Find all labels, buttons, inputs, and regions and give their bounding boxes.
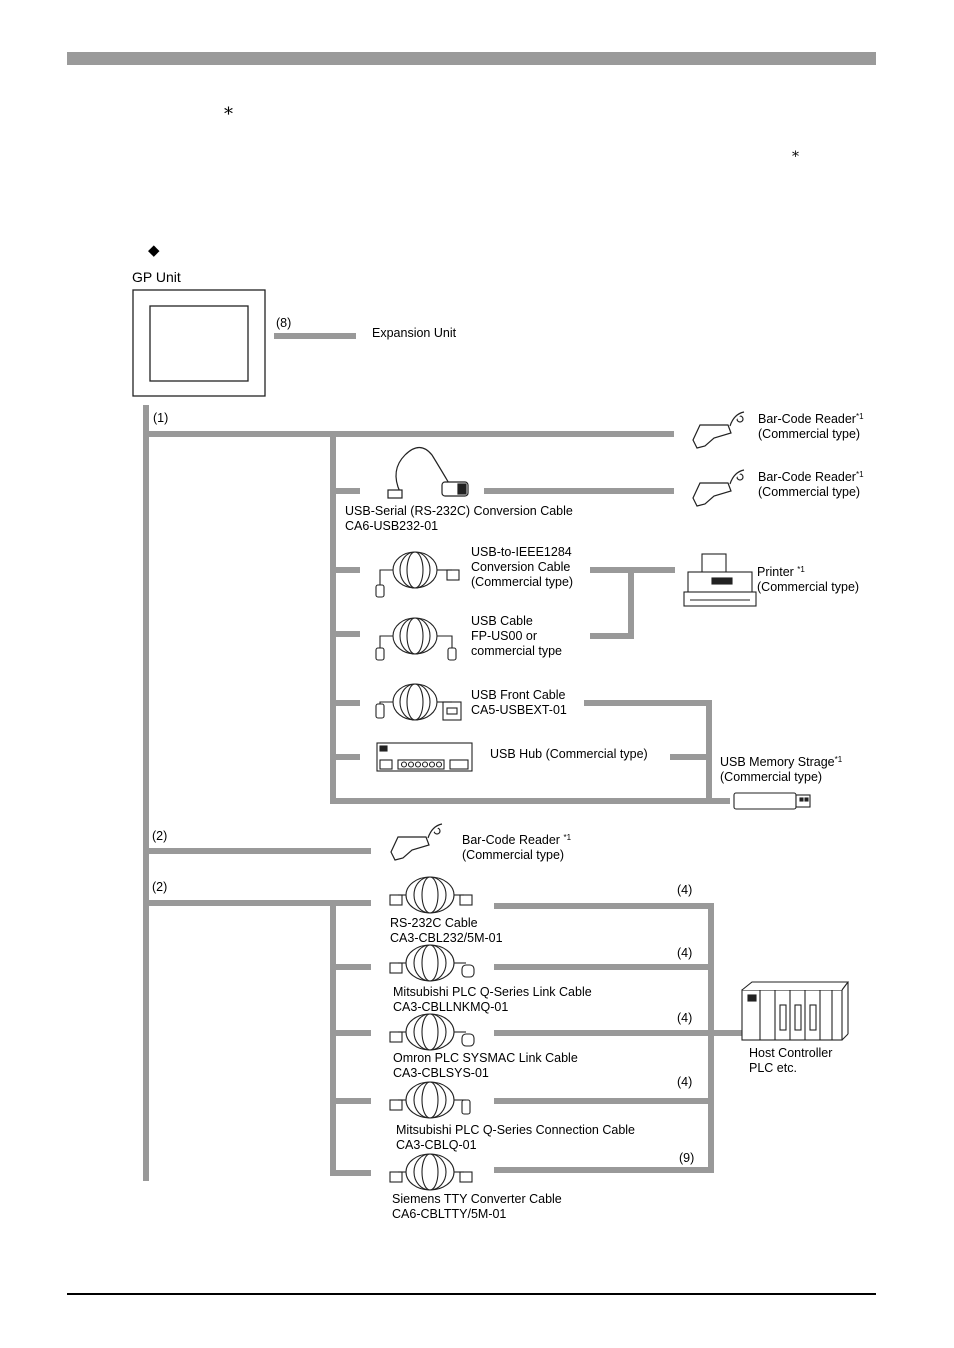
siemens-cable-label: Siemens TTY Converter Cable CA6-CBLTTY/5… bbox=[392, 1192, 562, 1221]
cable-coil-icon bbox=[375, 683, 462, 721]
cable-coil-icon bbox=[375, 551, 460, 598]
barcode-reader-label: Bar-Code Reader*1 (Commercial type) bbox=[758, 470, 864, 499]
barcode-reader-icon bbox=[692, 411, 745, 449]
usb-memory-stick-icon bbox=[733, 792, 811, 810]
usb-hub-icon bbox=[376, 742, 473, 772]
connection-lines bbox=[143, 333, 744, 1181]
serial-cable-icon bbox=[389, 1013, 475, 1051]
asterisk-mark: * bbox=[792, 149, 799, 165]
printer-label: Printer *1 (Commercial type) bbox=[757, 565, 860, 594]
usb-serial-cable-label: USB-Serial (RS-232C) Conversion Cable CA… bbox=[345, 504, 573, 533]
ieee1284-cable-label: USB-to-IEEE1284 Conversion Cable (Commer… bbox=[471, 545, 574, 589]
host-controller-label: Host Controller PLC etc. bbox=[749, 1046, 833, 1075]
serial-cable-icon bbox=[389, 1081, 471, 1119]
port-label: (4) bbox=[677, 946, 693, 960]
omron-cable-label: Omron PLC SYSMAC Link Cable CA3-CBLSYS-0… bbox=[393, 1051, 578, 1080]
port-label: (9) bbox=[679, 1151, 695, 1165]
usb-memory-label: USB Memory Strage*1 (Commercial type) bbox=[720, 755, 843, 784]
diamond-bullet-icon: ◆ bbox=[148, 241, 160, 259]
barcode-reader-label: Bar-Code Reader *1 (Commercial type) bbox=[462, 833, 572, 862]
gp-unit-display bbox=[132, 289, 266, 397]
port-label: (2) bbox=[152, 880, 168, 894]
barcode-reader-icon bbox=[390, 823, 443, 861]
port-label: (4) bbox=[677, 1075, 693, 1089]
mitsubishi-connection-cable-label: Mitsubishi PLC Q-Series Connection Cable… bbox=[396, 1123, 635, 1152]
serial-cable-icon bbox=[389, 944, 475, 982]
usb-cable-label: USB Cable FP-US00 or commercial type bbox=[471, 614, 562, 658]
mitsubishi-link-cable-label: Mitsubishi PLC Q-Series Link Cable CA3-C… bbox=[393, 985, 592, 1014]
port-label: (1) bbox=[153, 411, 169, 425]
usb-front-cable-label: USB Front Cable CA5-USBEXT-01 bbox=[471, 688, 567, 717]
port-label: (8) bbox=[276, 316, 292, 330]
plc-controller-icon bbox=[741, 981, 850, 1041]
footer-rule bbox=[67, 1293, 876, 1295]
barcode-reader-label: Bar-Code Reader*1 (Commercial type) bbox=[758, 412, 864, 441]
expansion-unit-label: Expansion Unit bbox=[372, 326, 457, 340]
usb-hub-label: USB Hub (Commercial type) bbox=[490, 747, 648, 761]
gp-unit-label: GP Unit bbox=[132, 269, 181, 285]
serial-cable-icon bbox=[389, 876, 473, 914]
port-label: (2) bbox=[152, 829, 168, 843]
port-label: (4) bbox=[677, 883, 693, 897]
usb-serial-cable-icon bbox=[387, 446, 469, 499]
barcode-reader-icon bbox=[692, 469, 745, 507]
asterisk-mark: * bbox=[224, 104, 233, 125]
port-label: (4) bbox=[677, 1011, 693, 1025]
rs232c-cable-label: RS-232C Cable CA3-CBL232/5M-01 bbox=[390, 916, 503, 945]
cable-coil-icon bbox=[375, 617, 457, 661]
header-bar bbox=[67, 52, 876, 65]
serial-cable-icon bbox=[389, 1153, 473, 1191]
printer-icon bbox=[683, 553, 757, 607]
